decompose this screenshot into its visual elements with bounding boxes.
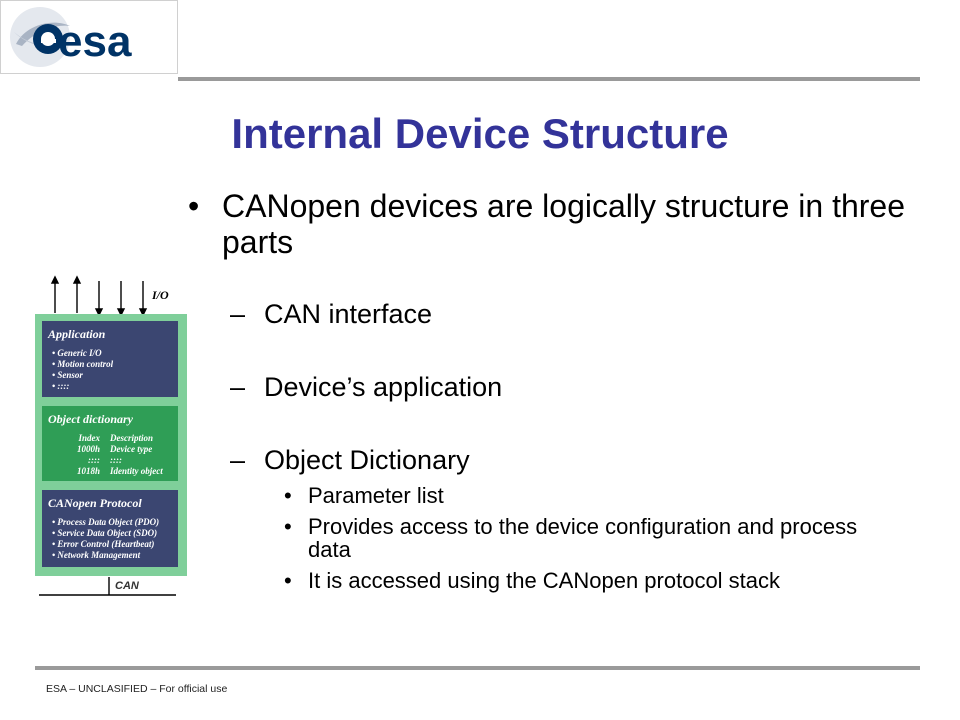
device-block: Application Generic I/O Motion control S… xyxy=(35,314,187,576)
protocol-item: Network Management xyxy=(52,550,178,561)
device-diagram xyxy=(33,275,193,605)
dash-icon: – xyxy=(230,299,246,329)
sub-item: – CAN interface xyxy=(186,298,906,330)
sub-sub-item: • Parameter list xyxy=(186,484,898,507)
dash-icon: – xyxy=(230,372,246,402)
dash-icon: – xyxy=(230,445,246,475)
sub-sub-item-text: It is accessed using the CANopen protoco… xyxy=(308,568,781,593)
application-item: Generic I/O xyxy=(52,348,178,359)
bullet-dot-icon: • xyxy=(284,568,292,593)
main-bullet-text: CANopen devices are logically structure … xyxy=(222,188,905,260)
application-item: :::: xyxy=(52,381,178,392)
bullet-dot-icon: • xyxy=(284,483,292,508)
application-box: Application Generic I/O Motion control S… xyxy=(42,321,178,397)
od-row: :::::::: xyxy=(88,455,122,465)
protocol-title: CANopen Protocol xyxy=(48,496,142,510)
sub-item-text: Object Dictionary xyxy=(264,445,470,475)
can-label: CAN xyxy=(115,580,139,592)
sub-item: – Device’s application xyxy=(186,371,906,403)
application-item: Sensor xyxy=(52,370,178,381)
logo-text: esa xyxy=(58,17,132,66)
io-label: I/O xyxy=(152,288,169,302)
sub-item-text: Device’s application xyxy=(264,372,503,402)
protocol-item: Service Data Object (SDO) xyxy=(52,528,178,539)
slide-content: • CANopen devices are logically structur… xyxy=(186,188,906,600)
bottom-rule xyxy=(35,666,920,670)
application-item: Motion control xyxy=(52,359,178,370)
footer-text: ESA – UNCLASIFIED – For official use xyxy=(46,683,228,695)
sub-item-text: CAN interface xyxy=(264,299,433,329)
slide-title: Internal Device Structure xyxy=(231,110,729,157)
protocol-box: CANopen Protocol Process Data Object (PD… xyxy=(42,490,178,567)
sub-sub-item: • Provides access to the device configur… xyxy=(186,515,898,561)
protocol-item: Error Control (Heartbeat) xyxy=(52,539,178,550)
sub-sub-item-text: Provides access to the device configurat… xyxy=(308,514,858,562)
protocol-item: Process Data Object (PDO) xyxy=(52,517,178,528)
top-rule xyxy=(178,77,920,81)
main-bullet: • CANopen devices are logically structur… xyxy=(186,188,906,260)
esa-logo: esa xyxy=(0,0,178,74)
bullet-dot-icon: • xyxy=(188,188,200,224)
sub-sub-item-text: Parameter list xyxy=(308,483,444,508)
sub-item: – Object Dictionary xyxy=(186,444,906,476)
bullet-dot-icon: • xyxy=(284,514,292,539)
object-dictionary-title: Object dictionary xyxy=(48,412,133,426)
sub-sub-item: • It is accessed using the CANopen proto… xyxy=(186,569,898,592)
application-title: Application xyxy=(48,327,106,341)
